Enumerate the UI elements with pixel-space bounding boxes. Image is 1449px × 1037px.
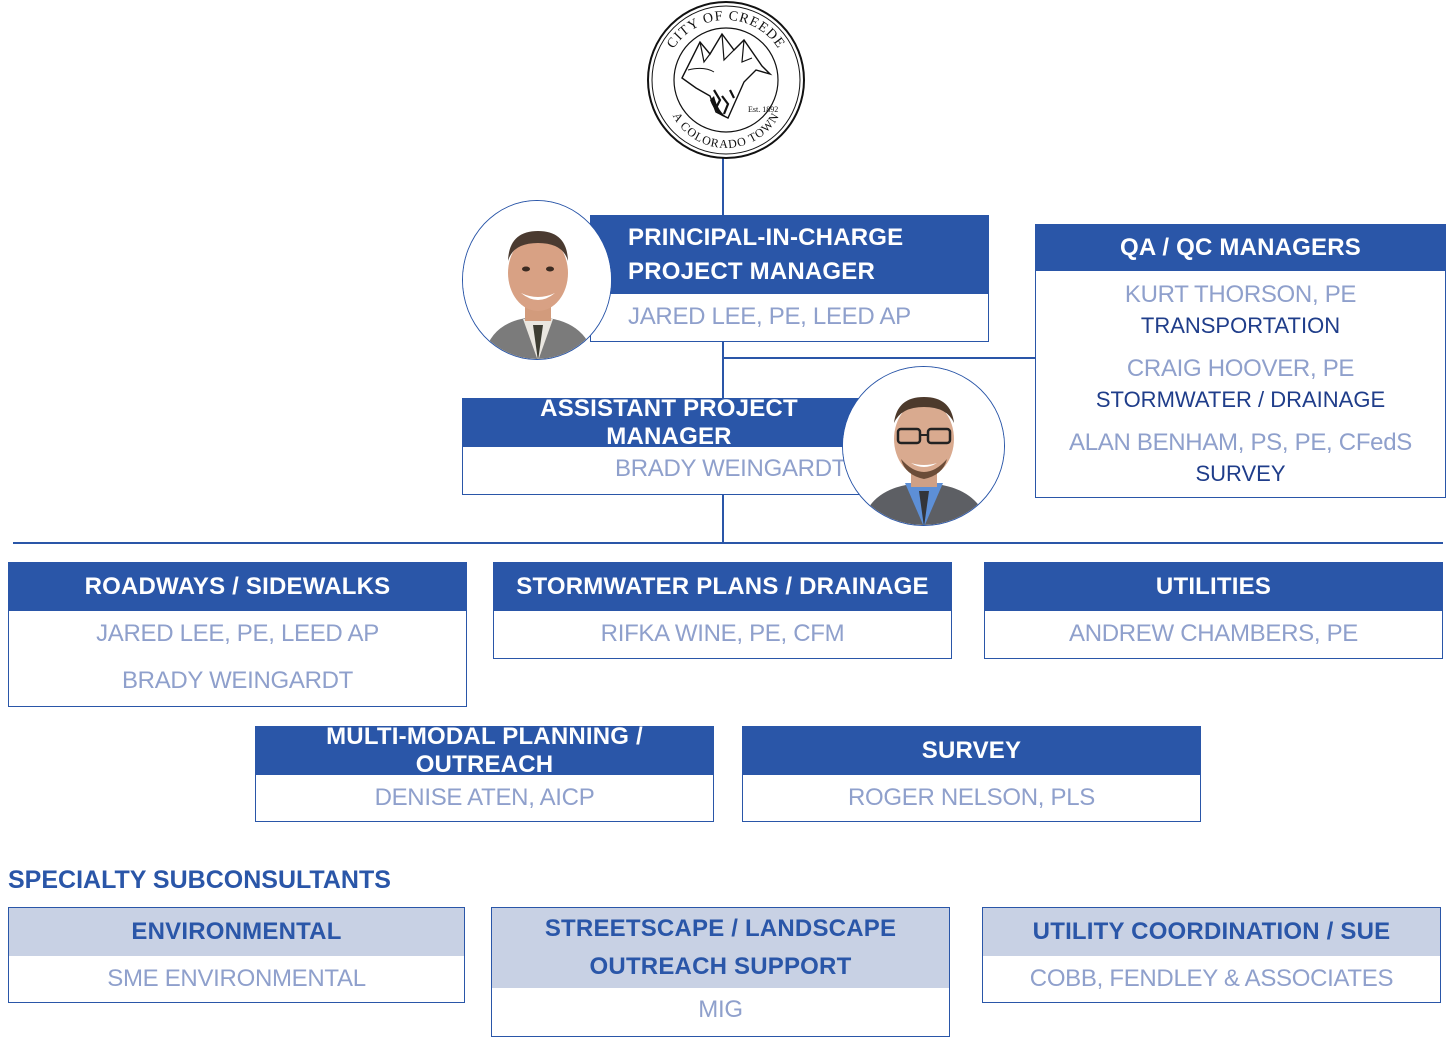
principal-card: PRINCIPAL-IN-CHARGE PROJECT MANAGER JARE… [590, 215, 989, 342]
environmental-card: ENVIRONMENTAL SME ENVIRONMENTAL [8, 907, 465, 1003]
connector-seal-to-principal [722, 156, 724, 216]
horizontal-bus-line [13, 542, 1443, 544]
seal-est-text: Est. 1892 [748, 105, 778, 114]
utilities-card: UTILITIES ANDREW CHAMBERS, PE [984, 562, 1443, 659]
assistant-header: ASSISTANT PROJECT MANAGER [463, 395, 861, 450]
streetscape-header: STREETSCAPE / LANDSCAPE OUTREACH SUPPORT [492, 908, 949, 988]
qaqc-member-name: KURT THORSON, PE [1124, 281, 1357, 308]
streetscape-title-line1: STREETSCAPE / LANDSCAPE [544, 915, 897, 942]
principal-title-line1: PRINCIPAL-IN-CHARGE [628, 224, 904, 251]
roadways-card: ROADWAYS / SIDEWALKS JARED LEE, PE, LEED… [8, 562, 467, 707]
qaqc-members: KURT THORSON, PE TRANSPORTATION CRAIG HO… [1036, 271, 1445, 489]
utility-coordination-name: COBB, FENDLEY & ASSOCIATES [1029, 965, 1394, 992]
multimodal-name: DENISE ATEN, AICP [374, 784, 595, 811]
stormwater-header: STORMWATER PLANS / DRAINAGE [494, 563, 951, 611]
stormwater-card: STORMWATER PLANS / DRAINAGE RIFKA WINE, … [493, 562, 952, 659]
principal-title-line2: PROJECT MANAGER [628, 258, 876, 285]
qaqc-member-name: CRAIG HOOVER, PE [1126, 355, 1355, 382]
utilities-header: UTILITIES [985, 563, 1442, 611]
assistant-photo [842, 366, 1005, 526]
assistant-name: BRADY WEINGARDT [615, 455, 847, 482]
qaqc-member-name: ALAN BENHAM, PS, PE, CFedS [1069, 429, 1412, 456]
environmental-header: ENVIRONMENTAL [9, 908, 464, 956]
roadways-name: BRADY WEINGARDT [121, 667, 354, 694]
city-seal-logo: CITY OF CREEDE A COLORADO TOWN Est. 1892 [644, 0, 808, 160]
survey-card: SURVEY ROGER NELSON, PLS [742, 726, 1201, 822]
streetscape-title-line2: OUTREACH SUPPORT [589, 953, 852, 980]
qaqc-member-role: STORMWATER / DRAINAGE [1095, 387, 1386, 412]
roadways-name: JARED LEE, PE, LEED AP [96, 620, 379, 647]
qaqc-card: QA / QC MANAGERS KURT THORSON, PE TRANSP… [1035, 224, 1446, 498]
specialty-section-title: SPECIALTY SUBCONSULTANTS [8, 866, 391, 894]
principal-name: JARED LEE, PE, LEED AP [628, 303, 911, 330]
survey-name: ROGER NELSON, PLS [848, 784, 1095, 811]
multimodal-header: MULTI-MODAL PLANNING / OUTREACH [256, 723, 713, 778]
environmental-name: SME ENVIRONMENTAL [107, 965, 366, 992]
connector-assistant-to-bus [722, 494, 724, 544]
streetscape-name: MIG [698, 996, 743, 1023]
stormwater-name: RIFKA WINE, PE, CFM [600, 620, 845, 647]
utility-coordination-card: UTILITY COORDINATION / SUE COBB, FENDLEY… [982, 907, 1441, 1003]
utility-coordination-header: UTILITY COORDINATION / SUE [983, 908, 1440, 956]
qaqc-member-role: SURVEY [1195, 461, 1286, 486]
connector-to-qaqc [722, 357, 1036, 359]
connector-principal-to-assistant [722, 340, 724, 398]
survey-header: SURVEY [743, 727, 1200, 775]
streetscape-card: STREETSCAPE / LANDSCAPE OUTREACH SUPPORT… [491, 907, 950, 1037]
principal-photo [462, 200, 612, 360]
qaqc-header: QA / QC MANAGERS [1036, 225, 1445, 271]
principal-header: PRINCIPAL-IN-CHARGE PROJECT MANAGER [591, 216, 988, 294]
qaqc-member-role: TRANSPORTATION [1140, 313, 1341, 338]
utilities-name: ANDREW CHAMBERS, PE [1068, 620, 1358, 647]
roadways-header: ROADWAYS / SIDEWALKS [9, 563, 466, 611]
assistant-card: ASSISTANT PROJECT MANAGER BRADY WEINGARD… [462, 395, 862, 495]
multimodal-card: MULTI-MODAL PLANNING / OUTREACH DENISE A… [255, 723, 714, 822]
